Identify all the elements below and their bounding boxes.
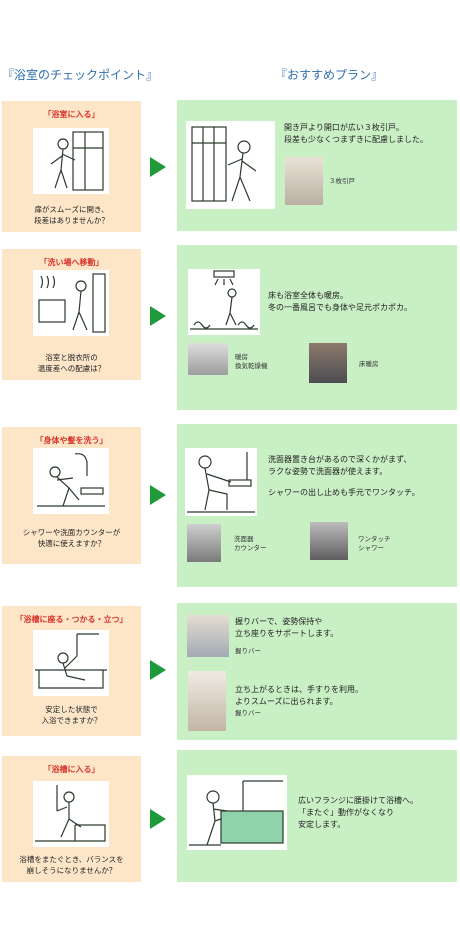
plan-card-wide-flange: 広いフランジに腰掛けて浴槽へ。 「またぐ」動作がなくなり 安定します。: [177, 750, 457, 882]
checkpoints-header: 『浴室のチェックポイント』: [2, 68, 159, 82]
basin-counter-caption: 洗面器 カウンター: [234, 535, 267, 552]
checkpoint-title: 「身体や髪を洗う」: [35, 436, 108, 445]
checkpoint-card-move-to-wash-area: 「洗い場へ移動」 浴室と脱衣所の 温度差への配慮は？: [2, 249, 141, 380]
one-touch-shower-caption: ワンタッチ シャワー: [358, 535, 391, 552]
heater-dryer-photo: [188, 343, 228, 375]
handrail-caption: 握りバー: [235, 709, 261, 717]
heated-bathroom-illustration: [188, 269, 260, 335]
stepping-over-tub-illustration: [33, 781, 109, 847]
heater-dryer-caption: 暖房 換気乾燥機: [235, 353, 268, 370]
plan-description: 洗面器置き台があるので深くかがまず、 ラクな姿勢で洗面器が使えます。 シャワーの…: [268, 455, 420, 497]
plan-card-washbasin-shower: 洗面器置き台があるので深くかがまず、 ラクな姿勢で洗面器が使えます。 シャワーの…: [177, 424, 457, 587]
plan-description: 開き戸より開口が広い３枚引戸。 段差も少なくつまずきに配慮しました。: [284, 123, 428, 144]
basin-counter-photo: [187, 524, 221, 562]
door-entry-illustration: [33, 128, 109, 194]
checkpoint-question: 浴槽をまたぐとき、バランスを 崩しそうになりませんか？: [19, 855, 124, 875]
checkpoint-question: 扉がスムーズに開き、 段差はありませんか？: [34, 205, 109, 225]
sliding-door-photo: [285, 157, 323, 205]
checkpoint-title: 「浴槽に入る」: [43, 765, 100, 774]
one-touch-shower-photo: [310, 522, 348, 560]
recommended-plan-header: 『おすすめプラン』: [275, 68, 384, 82]
bathtub-sitting-illustration: [33, 630, 109, 696]
checkpoint-card-sit-soak-stand: 「浴槽に座る・つかる・立つ」 安定した状態で 入浴できますか？: [2, 606, 141, 736]
checkpoint-title: 「洗い場へ移動」: [39, 258, 104, 267]
checkpoint-title: 「浴室に入る」: [43, 110, 100, 119]
plan-card-grab-bars: 握りバーで、姿勢保持や 立ち座りをサポートします。 握りバー 立ち上がるときは、…: [177, 603, 457, 740]
flange-seating-illustration: [187, 775, 287, 850]
checkpoint-question: 安定した状態で 入浴できますか？: [41, 705, 102, 725]
checkpoint-question: シャワーや洗面カウンターが 快適に使えますか？: [22, 528, 121, 548]
handrail-standing-photo: [188, 671, 226, 731]
grab-bar-caption: 握りバー: [235, 647, 261, 655]
plan-card-sliding-door: 開き戸より開口が広い３枚引戸。 段差も少なくつまずきに配慮しました。 ３枚引戸: [177, 100, 457, 231]
plan-card-heating: 床も浴室全体も暖房。 冬の一番風呂でも身体や足元ポカポカ。 暖房 換気乾燥機 床…: [177, 245, 457, 410]
plan-description: 床も浴室全体も暖房。 冬の一番風呂でも身体や足元ポカポカ。: [268, 291, 412, 312]
checkpoint-card-wash-body-hair: 「身体や髪を洗う」 シャワーや洗面カウンターが 快適に使えますか？: [2, 427, 141, 564]
plan-description-grab-bar: 握りバーで、姿勢保持や 立ち座りをサポートします。: [235, 617, 339, 638]
arrow-right-icon: [150, 485, 166, 505]
checkpoint-question: 浴室と脱衣所の 温度差への配慮は？: [37, 353, 106, 373]
washing-posture-illustration: [33, 448, 109, 514]
arrow-right-icon: [150, 660, 166, 680]
grab-bar-bath-photo: [187, 615, 229, 657]
checkpoint-title: 「浴槽に座る・つかる・立つ」: [15, 615, 128, 624]
arrow-right-icon: [150, 809, 166, 829]
arrow-right-icon: [150, 306, 166, 326]
floor-heating-caption: 床暖房: [359, 360, 379, 368]
sliding-door-caption: ３枚引戸: [329, 177, 355, 185]
temperature-difference-illustration: [33, 270, 109, 336]
plan-description: 広いフランジに腰掛けて浴槽へ。 「またぐ」動作がなくなり 安定します。: [298, 796, 418, 829]
three-panel-door-illustration: [186, 121, 275, 209]
arrow-right-icon: [150, 157, 166, 177]
floor-heating-photo: [309, 343, 347, 383]
washbasin-counter-illustration: [185, 448, 257, 516]
checkpoint-card-enter-bathtub: 「浴槽に入る」 浴槽をまたぐとき、バランスを 崩しそうになりませんか？: [2, 756, 141, 882]
plan-description-handrail: 立ち上がるときは、手すりを利用。 よりスムーズに出られます。: [235, 685, 363, 706]
checkpoint-card-enter-bathroom: 「浴室に入る」 扉がスムーズに開き、 段差はありませんか？: [2, 101, 141, 232]
